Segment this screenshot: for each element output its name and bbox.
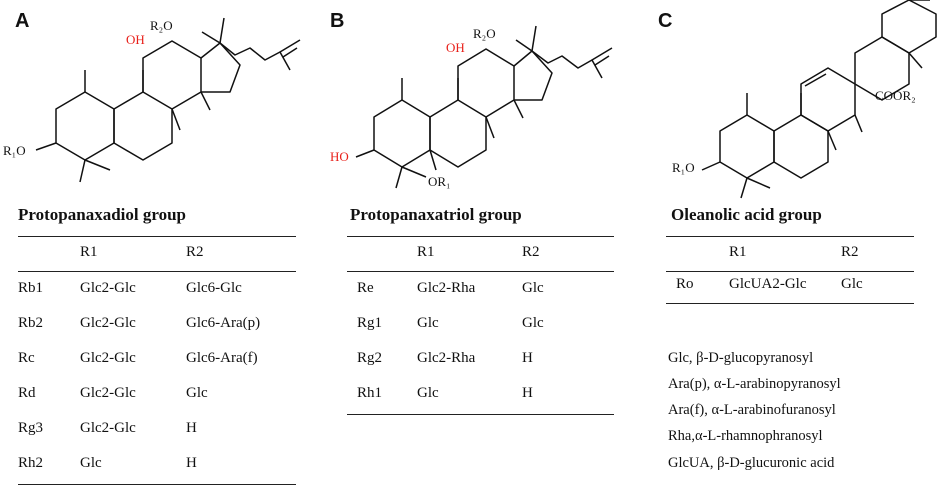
table-a-header-r2: R2 — [186, 244, 204, 260]
table-a: R1 R2 Rb1 Glc2-Glc Glc6-Glc Rb2 Glc2-Glc… — [18, 236, 296, 488]
table-c-top-rule — [666, 236, 914, 237]
table-a-row-5-name: Rg3 — [18, 420, 44, 436]
structure-b-oh-label: OH — [446, 40, 465, 55]
abbreviation-ara-f: Ara(f), α-L-arabinofuranosyl — [668, 402, 836, 418]
table-c: R1 R2 Ro GlcUA2-Glc Glc — [666, 236, 914, 308]
table-b-header-r2: R2 — [522, 244, 540, 260]
abbreviation-rha: Rha,α-L-rhamnophranosyl — [668, 428, 823, 444]
table-b-header-r1: R1 — [417, 244, 435, 260]
table-b-bottom-rule — [347, 414, 614, 415]
structure-a-r2o-label: R₂O — [150, 18, 173, 33]
table-a-row-1-name: Rb1 — [18, 280, 44, 296]
chemical-structures: R₂O OH R₁O R₂O OH HO OR₁ COOR₂ R₁O — [3, 0, 937, 199]
table-b-row-3-name: Rg2 — [357, 350, 383, 366]
table-a-row-4-name: Rd — [18, 385, 36, 401]
table-b: R1 R2 Re Glc2-Rha Glc Rg1 Glc Glc Rg2 Gl… — [347, 236, 614, 418]
structure-b-r2o-label: R₂O — [473, 26, 496, 41]
table-b-row-2-r1: Glc — [417, 315, 439, 331]
table-b-row-4-r1: Glc — [417, 385, 439, 401]
table-b-row-3-r1: Glc2-Rha — [417, 350, 476, 366]
abbreviation-ara-p: Ara(p), α-L-arabinopyranosyl — [668, 376, 841, 392]
abbreviation-glcua: GlcUA, β-D-glucuronic acid — [668, 455, 835, 471]
table-b-row-1-r2: Glc — [522, 280, 544, 296]
table-b-row-4-name: Rh1 — [357, 385, 383, 401]
table-b-header-rule — [347, 271, 614, 272]
table-c-header-r1: R1 — [729, 244, 747, 260]
table-c-header-rule — [666, 271, 914, 272]
panel-label-c: C — [658, 10, 673, 32]
table-a-row-6-name: Rh2 — [18, 455, 44, 471]
panel-label-a: A — [15, 10, 30, 32]
table-a-row-6-r1: Glc — [80, 455, 102, 471]
group-title-a: Protopanaxadiol group — [18, 205, 186, 224]
structure-a-oh-label: OH — [126, 32, 145, 47]
table-b-row-3-r2: H — [522, 350, 533, 366]
table-c-row-1-name: Ro — [676, 276, 694, 292]
abbreviation-glc: Glc, β-D-glucopyranosyl — [668, 350, 814, 366]
table-a-row-5-r2: H — [186, 420, 197, 436]
structure-b-ho-label: HO — [330, 149, 349, 164]
group-title-c: Oleanolic acid group — [671, 205, 822, 224]
table-a-row-2-name: Rb2 — [18, 315, 44, 331]
table-a-bottom-rule — [18, 484, 296, 485]
structure-c-skeleton — [701, 0, 937, 199]
table-b-row-2-r2: Glc — [522, 315, 544, 331]
structure-b-skeleton — [355, 25, 613, 189]
table-c-row-1-r1: GlcUA2-Glc — [729, 276, 807, 292]
structure-c-r1o-label: R₁O — [672, 160, 695, 175]
table-a-row-2-r1: Glc2-Glc — [80, 315, 136, 331]
group-title-b: Protopanaxatriol group — [350, 205, 522, 224]
table-b-row-2-name: Rg1 — [357, 315, 383, 331]
table-b-row-4-r2: H — [522, 385, 533, 401]
table-b-row-1-name: Re — [357, 280, 374, 296]
table-c-row-1-r2: Glc — [841, 276, 863, 292]
table-a-row-1-r2: Glc6-Glc — [186, 280, 242, 296]
structure-b-or1-label: OR₁ — [428, 174, 451, 189]
table-a-row-3-r2: Glc6-Ara(f) — [186, 350, 258, 366]
table-b-row-1-r1: Glc2-Rha — [417, 280, 476, 296]
table-a-row-4-r1: Glc2-Glc — [80, 385, 136, 401]
table-a-row-4-r2: Glc — [186, 385, 208, 401]
panel-label-b: B — [330, 10, 345, 32]
table-a-row-2-r2: Glc6-Ara(p) — [186, 315, 261, 331]
table-a-row-3-r1: Glc2-Glc — [80, 350, 136, 366]
table-a-row-3-name: Rc — [18, 350, 35, 366]
table-a-header-r1: R1 — [80, 244, 98, 260]
structure-a-r1o-label: R₁O — [3, 143, 26, 158]
table-c-header-r2: R2 — [841, 244, 859, 260]
table-a-top-rule — [18, 236, 296, 237]
table-b-top-rule — [347, 236, 614, 237]
table-c-bottom-rule — [666, 303, 914, 304]
structure-a-skeleton — [35, 17, 301, 183]
structure-c-coor2-label: COOR₂ — [875, 88, 916, 103]
table-a-row-1-r1: Glc2-Glc — [80, 280, 136, 296]
table-a-row-5-r1: Glc2-Glc — [80, 420, 136, 436]
table-a-row-6-r2: H — [186, 455, 197, 471]
table-a-header-rule — [18, 271, 296, 272]
